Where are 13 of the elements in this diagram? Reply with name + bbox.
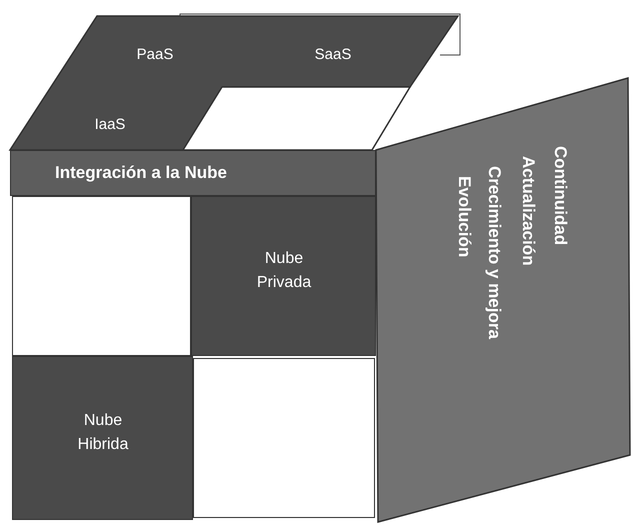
side-label: Evolución — [456, 176, 473, 258]
side-label: Continuidad — [552, 146, 569, 246]
panel-label: PaaS — [136, 46, 174, 63]
panel-label: IaaS — [94, 116, 126, 133]
header-band — [10, 150, 376, 196]
panel-label: Nube Hibrida — [76, 411, 130, 455]
panel-label: Nube Privada — [256, 249, 312, 293]
cloud-panel — [191, 196, 376, 356]
panel-label: SaaS — [314, 46, 352, 63]
band-title: Integración a la Nube — [54, 163, 228, 183]
side-label: Actualización — [520, 156, 537, 266]
cloud-panel — [12, 356, 193, 520]
side-label: Crecimiento y mejora — [486, 166, 503, 339]
